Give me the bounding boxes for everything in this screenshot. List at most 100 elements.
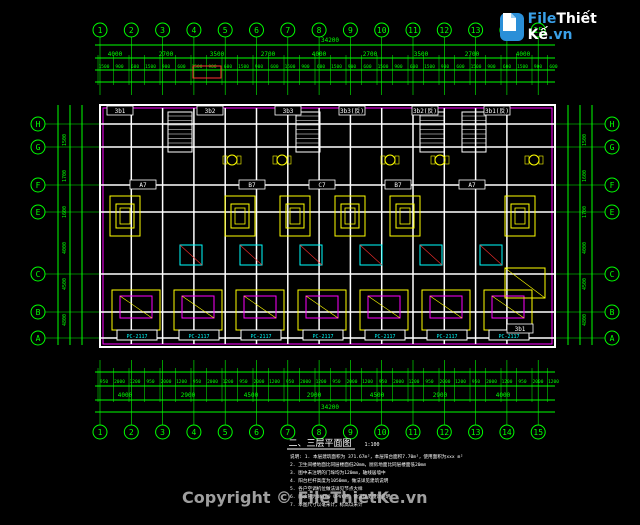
dim-text: 4500 bbox=[244, 392, 259, 399]
axis-number: 5 bbox=[223, 26, 228, 35]
kitchen-diag bbox=[479, 244, 503, 266]
dim-text-small: 900 bbox=[162, 64, 170, 70]
axis-number: 13 bbox=[471, 428, 481, 437]
kitchen-diag bbox=[419, 244, 443, 266]
chair bbox=[236, 155, 242, 165]
axis-number: 9 bbox=[348, 428, 353, 437]
dim-text-small: 1200 bbox=[176, 379, 187, 385]
axis-letter: H bbox=[36, 120, 41, 129]
unit-label: PC-2117 bbox=[498, 334, 519, 340]
dim-text-v: 4500 bbox=[62, 278, 68, 290]
dim-text-small: 2000 bbox=[486, 379, 497, 385]
kitchen-diag bbox=[359, 244, 383, 266]
dim-text-small: 1200 bbox=[316, 379, 327, 385]
dim-text-v: 4000 bbox=[582, 242, 588, 254]
kitchen-diag bbox=[179, 244, 203, 266]
dining-table bbox=[226, 154, 238, 166]
red-marker bbox=[192, 65, 222, 79]
dim-text-small: 900 bbox=[394, 64, 402, 70]
dim-text: 2700 bbox=[261, 51, 276, 58]
table bbox=[399, 207, 411, 225]
sofa-area bbox=[334, 195, 366, 237]
dim-text-small: 2000 bbox=[300, 379, 311, 385]
axis-number: 12 bbox=[439, 26, 449, 35]
dim-text-small: 900 bbox=[441, 64, 449, 70]
dim-text-small: 950 bbox=[425, 379, 433, 385]
room-tag: 3b1(反) bbox=[485, 107, 509, 115]
chair bbox=[272, 155, 278, 165]
chair bbox=[380, 155, 386, 165]
design-note: 2. 卫生间楼地面比同层楼面低20mm，厨房地面比同层楼面低20mm bbox=[290, 461, 426, 468]
unit-label: PC-2117 bbox=[312, 334, 333, 340]
balcony-rail bbox=[240, 329, 282, 341]
dim-text: 4000 bbox=[312, 51, 327, 58]
dim-text: 4000 bbox=[118, 392, 133, 399]
axis-number: 11 bbox=[408, 428, 418, 437]
kitchen bbox=[479, 244, 503, 266]
axis-letter: E bbox=[36, 208, 41, 217]
diag bbox=[181, 295, 215, 319]
unit-label: PC-2117 bbox=[188, 334, 209, 340]
axis-letter: F bbox=[610, 181, 615, 190]
diag bbox=[367, 295, 401, 319]
room-tag-box bbox=[506, 323, 534, 334]
sofa-area bbox=[389, 195, 421, 237]
room-tag-box bbox=[129, 179, 157, 190]
axis-letter: F bbox=[36, 181, 41, 190]
dim-text: 3500 bbox=[414, 51, 429, 58]
dim-text-small: 1500 bbox=[517, 64, 528, 70]
axis-number: 4 bbox=[191, 428, 196, 437]
room-tag-box bbox=[338, 105, 366, 116]
axis-letter: A bbox=[36, 334, 41, 343]
dim-text-small: 1500 bbox=[145, 64, 156, 70]
axis-number: 10 bbox=[377, 26, 387, 35]
sofa bbox=[395, 203, 415, 229]
room-tag-box bbox=[196, 105, 224, 116]
dim-text-v: 1600 bbox=[62, 206, 68, 218]
axis-letter: B bbox=[610, 308, 615, 317]
balcony-rail bbox=[426, 329, 468, 341]
dim-text-small: 1500 bbox=[471, 64, 482, 70]
room-tag-box bbox=[458, 179, 486, 190]
dim-text-small: 950 bbox=[518, 379, 526, 385]
axis-number: 7 bbox=[285, 26, 290, 35]
design-note: 3. 图中未注明的门垛均为120mm，轴线居墙中 bbox=[290, 469, 386, 476]
chair bbox=[222, 155, 228, 165]
sofa-area bbox=[279, 195, 311, 237]
chair bbox=[444, 155, 450, 165]
copyright-watermark: Copyright © FileThietKe.vn bbox=[182, 488, 428, 507]
dim-text-small: 600 bbox=[549, 64, 557, 70]
diag bbox=[119, 295, 153, 319]
dim-text-small: 2000 bbox=[207, 379, 218, 385]
design-note: 7. 本图尺寸以毫米计，标高以米计 bbox=[290, 501, 363, 508]
dim-text-small: 1500 bbox=[238, 64, 249, 70]
dim-text-v: 1500 bbox=[582, 134, 588, 146]
dim-text-small: 600 bbox=[131, 64, 139, 70]
dim-text-small: 900 bbox=[255, 64, 263, 70]
dim-text-small: 600 bbox=[456, 64, 464, 70]
dim-text-small: 600 bbox=[270, 64, 278, 70]
kitchen bbox=[359, 244, 383, 266]
axis-letter: G bbox=[36, 143, 41, 152]
dim-text-small: 950 bbox=[379, 379, 387, 385]
axis-number: 2 bbox=[129, 428, 134, 437]
dim-text-small: 600 bbox=[317, 64, 325, 70]
window bbox=[243, 295, 277, 319]
dim-text-small: 2000 bbox=[440, 379, 451, 385]
window bbox=[429, 295, 463, 319]
balcony-rail bbox=[116, 329, 158, 341]
dim-text-small: 1500 bbox=[285, 64, 296, 70]
stair-right bbox=[504, 267, 546, 299]
dim-text-v: 4500 bbox=[582, 278, 588, 290]
room-tag: 3b2(反) bbox=[413, 107, 437, 115]
dim-text-small: 2000 bbox=[254, 379, 265, 385]
dim-text-small: 900 bbox=[301, 64, 309, 70]
axis-number: 12 bbox=[439, 428, 449, 437]
dim-text-v: 1700 bbox=[62, 170, 68, 182]
dim-text: 4000 bbox=[496, 392, 511, 399]
dim-text: 2900 bbox=[181, 392, 196, 399]
sofa bbox=[230, 203, 250, 229]
room-tag: 3b3 bbox=[283, 108, 294, 115]
